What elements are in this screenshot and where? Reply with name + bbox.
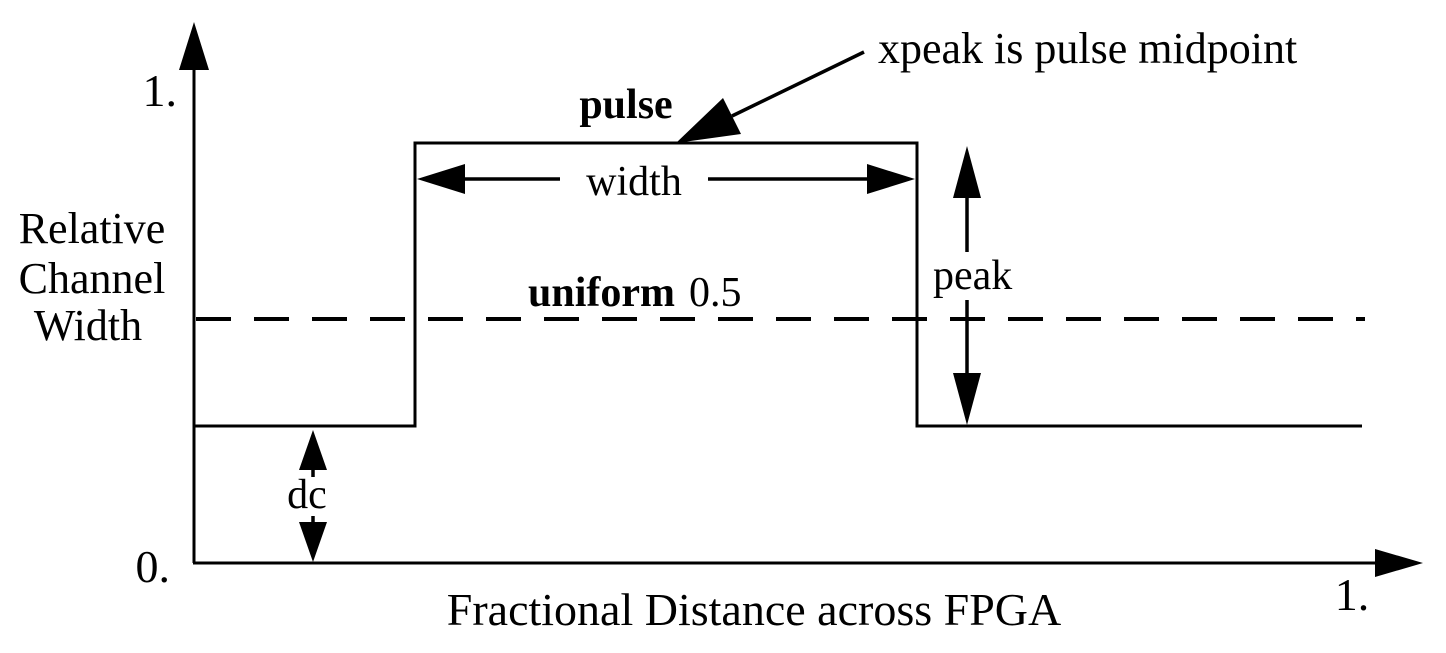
dc-arrowhead-top [299, 430, 327, 470]
y-axis: 1. 0. Relative Channel Width [19, 22, 209, 592]
xpeak-leader-arrowhead [676, 98, 741, 143]
peak-arrow: peak [933, 146, 1012, 425]
y-axis-tick-bottom: 0. [136, 541, 171, 592]
x-axis-title: Fractional Distance across FPGA [447, 584, 1062, 635]
xpeak-note-label: xpeak is pulse midpoint [878, 24, 1297, 73]
width-label: width [586, 159, 682, 205]
width-arrow: width [417, 159, 915, 205]
x-axis: 1. Fractional Distance across FPGA [193, 549, 1423, 635]
y-axis-title-line-2: Channel [19, 254, 166, 303]
pulse-waveform-line [195, 141, 1362, 428]
uniform-label-value: 0.5 [689, 270, 742, 316]
y-axis-tick-top: 1. [143, 65, 178, 116]
y-axis-arrowhead [179, 22, 209, 70]
x-axis-arrowhead [1375, 549, 1423, 577]
width-arrowhead-right [867, 164, 915, 194]
x-axis-tick-right: 1. [1335, 569, 1370, 620]
uniform-label: uniform 0.5 [528, 270, 742, 316]
y-axis-title-line-1: Relative [19, 204, 166, 253]
width-arrowhead-left [417, 164, 465, 194]
xpeak-annotation: xpeak is pulse midpoint [676, 24, 1297, 143]
dc-label: dc [287, 472, 327, 518]
peak-arrowhead-top [953, 146, 981, 198]
uniform-label-word: uniform [528, 270, 675, 316]
dc-arrowhead-bottom [299, 522, 327, 562]
peak-arrowhead-bottom [953, 373, 981, 425]
peak-label: peak [933, 253, 1012, 299]
y-axis-title-line-3: Width [34, 301, 142, 350]
dc-arrow: dc [287, 430, 327, 562]
xpeak-leader-line [731, 50, 865, 118]
pulse-label: pulse [579, 82, 672, 128]
